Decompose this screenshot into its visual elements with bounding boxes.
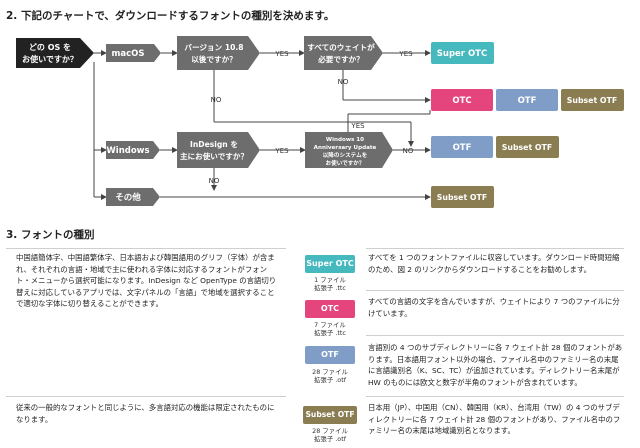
svg-text:InDesign を: InDesign を bbox=[190, 140, 238, 149]
divider-right-top bbox=[366, 248, 624, 249]
divider-row-3 bbox=[366, 396, 624, 397]
label-no-weights: NO bbox=[338, 78, 349, 86]
question-node-indesign: InDesign を 主にお使いですか？ bbox=[177, 132, 260, 168]
svg-text:どの OS を: どの OS を bbox=[29, 42, 71, 52]
svg-text:Windows: Windows bbox=[106, 146, 149, 156]
badge-subset-otf: Subset OTF bbox=[303, 406, 357, 424]
label-yes-indesign: YES bbox=[274, 147, 289, 155]
section-2-heading: 2. 下記のチャートで、ダウンロードするフォントの種別を決めます。 bbox=[6, 10, 335, 22]
svg-text:Super OTC: Super OTC bbox=[437, 49, 487, 59]
question-node-windows10: Windows 10 Anniversary Update 以降のシステムを お… bbox=[305, 132, 393, 168]
svg-text:以後ですか？: 以後ですか？ bbox=[191, 54, 237, 64]
svg-text:お使いですか？: お使いですか？ bbox=[326, 159, 365, 167]
svg-text:必要ですか？: 必要ですか？ bbox=[317, 54, 364, 64]
os-node-macos: macOS bbox=[106, 44, 161, 62]
label-yes-version: YES bbox=[274, 50, 289, 58]
svg-text:Windows 10: Windows 10 bbox=[326, 137, 364, 143]
result-super-otc: Super OTC bbox=[431, 42, 494, 64]
svg-text:Subset OTF: Subset OTF bbox=[502, 143, 552, 152]
svg-text:主にお使いですか？: 主にお使いですか？ bbox=[180, 151, 248, 161]
label-yes-win10: YES bbox=[350, 122, 365, 130]
flowchart-answer-labels: YES YES NO NO YES YES NO NO bbox=[209, 50, 414, 185]
question-node-version: バージョン 10.8 以後ですか？ bbox=[177, 36, 260, 70]
text-otf: 言語別の 4 つのサブディレクトリーに各 7 ウェイト計 28 個のフォントがあ… bbox=[368, 343, 623, 387]
result-subset-otf-other: Subset OTF bbox=[431, 186, 494, 208]
os-node-windows: Windows bbox=[106, 141, 160, 159]
divider-row-2 bbox=[366, 335, 624, 336]
question-node-all-weights: すべてのウェイトが 必要ですか？ bbox=[304, 36, 383, 70]
label-yes-weights: YES bbox=[398, 50, 413, 58]
os-node-other: その他 bbox=[106, 188, 160, 206]
badge-otf: OTF bbox=[305, 346, 355, 364]
svg-text:バージョン 10.8: バージョン 10.8 bbox=[184, 43, 243, 52]
caption-otc: 7 ファイル 拡張子 .ttc bbox=[314, 321, 346, 338]
divider-row-1 bbox=[366, 290, 624, 291]
font-selection-flowchart: どの OS を お使いですか？ macOS Windows その他 バージョン … bbox=[16, 36, 624, 208]
svg-text:OTF: OTF bbox=[453, 143, 472, 153]
caption-subset-otf: 28 ファイル 拡張子 .otf bbox=[312, 427, 348, 444]
badge-otc: OTC bbox=[305, 300, 355, 318]
result-subset-otf-mac: Subset OTF bbox=[561, 89, 624, 111]
result-otf-mac: OTF bbox=[496, 89, 558, 111]
label-no-win10: NO bbox=[403, 147, 414, 155]
divider-left-top bbox=[6, 248, 286, 249]
svg-text:Subset OTF: Subset OTF bbox=[567, 96, 617, 105]
svg-text:その他: その他 bbox=[115, 192, 141, 203]
svg-text:OTC: OTC bbox=[452, 96, 471, 106]
label-no-version: NO bbox=[211, 96, 222, 104]
divider-left-bottom bbox=[6, 396, 286, 397]
svg-text:すべてのウェイトが: すべてのウェイトが bbox=[307, 42, 375, 52]
result-subset-otf-windows: Subset OTF bbox=[496, 136, 559, 158]
text-otc: すべての言語の文字を含んでいますが、ウェイトにより 7 つのファイルに分けていま… bbox=[368, 297, 620, 318]
pan-cjk-description: 中国語簡体字、中国語繁体字、日本語および韓国語用のグリフ（字体）が含まれ、それぞ… bbox=[16, 253, 277, 309]
text-super-otc: すべてを 1 つのフォントファイルに収容しています。ダウンロード時間短縮のため、… bbox=[368, 253, 620, 274]
svg-text:macOS: macOS bbox=[112, 49, 145, 59]
result-otf-windows: OTF bbox=[431, 136, 493, 158]
svg-text:お使いですか？: お使いですか？ bbox=[22, 54, 78, 64]
caption-otf: 28 ファイル 拡張子 .otf bbox=[312, 368, 348, 385]
badge-super-otc: Super OTC bbox=[305, 255, 355, 273]
start-node-which-os: どの OS を お使いですか？ bbox=[16, 38, 94, 68]
label-no-indesign: NO bbox=[209, 177, 220, 185]
svg-text:以降のシステムを: 以降のシステムを bbox=[323, 151, 368, 159]
caption-super-otc: 1 ファイル 拡張子 .ttc bbox=[314, 276, 346, 293]
subset-description: 従来の一般的なフォントと同じように、多言語対応の機能は限定されたものになります。 bbox=[16, 403, 275, 424]
text-subset-otf: 日本用（JP）、中国用（CN）、韓国用（KR）、台湾用（TW）の 4 つのサブデ… bbox=[368, 403, 621, 436]
section-3-heading: 3. フォントの種別 bbox=[6, 229, 95, 241]
result-otc-mac: OTC bbox=[431, 89, 493, 111]
svg-text:Subset OTF: Subset OTF bbox=[437, 193, 487, 202]
flowchart-connectors bbox=[93, 50, 431, 200]
svg-text:Anniversary Update: Anniversary Update bbox=[314, 145, 377, 151]
svg-text:OTF: OTF bbox=[518, 96, 537, 106]
